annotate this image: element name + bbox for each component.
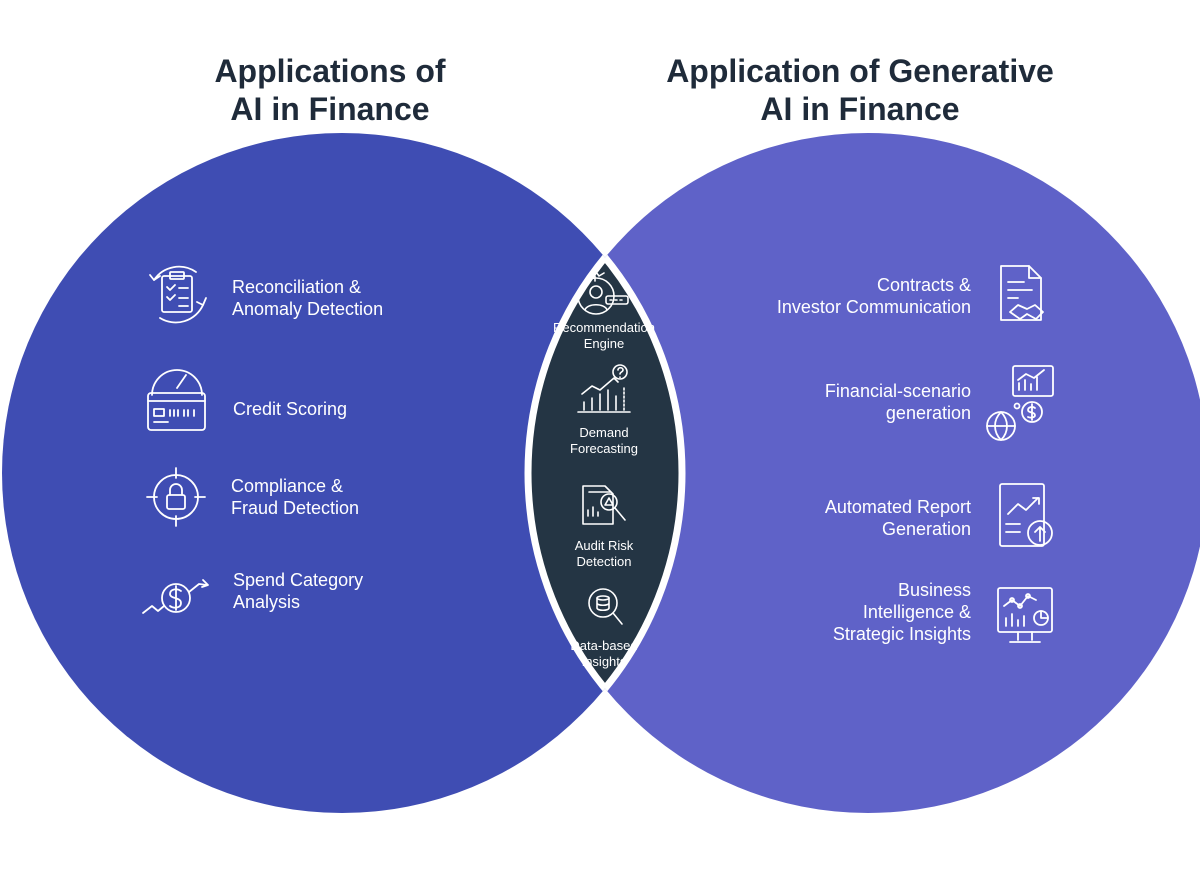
bar-chart-question-icon bbox=[577, 364, 631, 413]
right-title: Application of Generative AI in Finance bbox=[666, 53, 1054, 127]
right-item-contracts: Contracts & Investor Communication bbox=[776, 275, 971, 317]
right-circle bbox=[528, 133, 1200, 813]
left-circle bbox=[2, 133, 682, 813]
center-item-demand-forecasting: Demand Forecasting bbox=[570, 425, 638, 456]
left-item-compliance: Compliance & Fraud Detection bbox=[231, 476, 360, 518]
right-item-automated-report: Automated Report Generation bbox=[824, 497, 971, 539]
center-item-data-insights: Data-based Insights bbox=[570, 638, 638, 669]
globe-chart-dollar-icon bbox=[986, 365, 1054, 441]
credit-card-gauge-icon bbox=[147, 369, 206, 431]
database-search-icon bbox=[588, 588, 623, 625]
left-item-spend-category: Spend Category Analysis bbox=[233, 570, 364, 612]
contract-handshake-icon bbox=[1000, 265, 1044, 321]
monitor-dashboard-icon bbox=[997, 587, 1053, 643]
clipboard-checklist-icon bbox=[149, 265, 207, 324]
dollar-trend-icon bbox=[142, 579, 209, 614]
right-item-financial-scenario: Financial-scenario generation bbox=[824, 381, 971, 423]
left-item-reconciliation: Reconciliation & Anomaly Detection bbox=[232, 277, 384, 319]
left-circle-border bbox=[528, 133, 686, 813]
left-title: Applications of AI in Finance bbox=[214, 53, 446, 127]
report-upload-icon bbox=[999, 483, 1053, 547]
target-lock-icon bbox=[146, 467, 206, 527]
center-item-audit-risk: Audit Risk Detection bbox=[574, 538, 634, 569]
left-item-credit-scoring: Credit Scoring bbox=[233, 399, 348, 419]
center-item-recommendation: Recommendation Engine bbox=[553, 320, 655, 351]
right-circle-border bbox=[524, 133, 682, 813]
right-item-business-intelligence: Business Intelligence & Strategic Insigh… bbox=[832, 580, 971, 644]
user-recommendation-icon bbox=[577, 271, 629, 315]
document-warning-icon bbox=[582, 485, 626, 525]
